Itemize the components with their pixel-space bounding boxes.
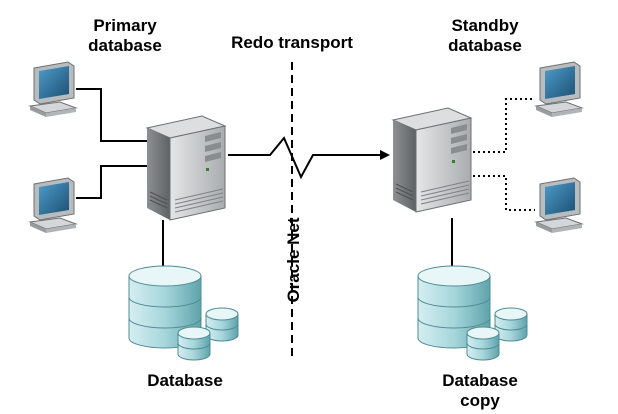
oracle-net-label: Oracle Net xyxy=(284,217,303,303)
database-copy-line1: Database xyxy=(442,371,518,390)
primary-label-line1: Primary xyxy=(93,16,157,35)
database-copy-label: Database copy xyxy=(410,371,550,411)
standby-client-links xyxy=(451,98,535,272)
primary-label-line2: database xyxy=(88,36,162,55)
primary-server-icon xyxy=(146,115,226,221)
standby-database-label: Standby database xyxy=(430,16,540,56)
standby-server-icon xyxy=(392,107,472,213)
primary-client-2-icon xyxy=(29,177,77,234)
database-label: Database xyxy=(147,371,223,390)
standby-label-line2: database xyxy=(448,36,522,55)
primary-client-links xyxy=(76,88,164,272)
primary-database-label: Primary database xyxy=(70,16,180,56)
standby-label-line1: Standby xyxy=(451,16,519,35)
database-copy-line2: copy xyxy=(460,391,500,410)
primary-client-1-icon xyxy=(29,61,77,118)
primary-database-icon xyxy=(128,265,239,361)
redo-transport-arrow xyxy=(228,136,390,180)
standby-client-2-icon xyxy=(535,177,583,234)
standby-client-1-icon xyxy=(535,61,583,118)
redo-transport-label: Redo transport xyxy=(231,33,353,52)
standby-database-copy-icon xyxy=(417,265,528,361)
